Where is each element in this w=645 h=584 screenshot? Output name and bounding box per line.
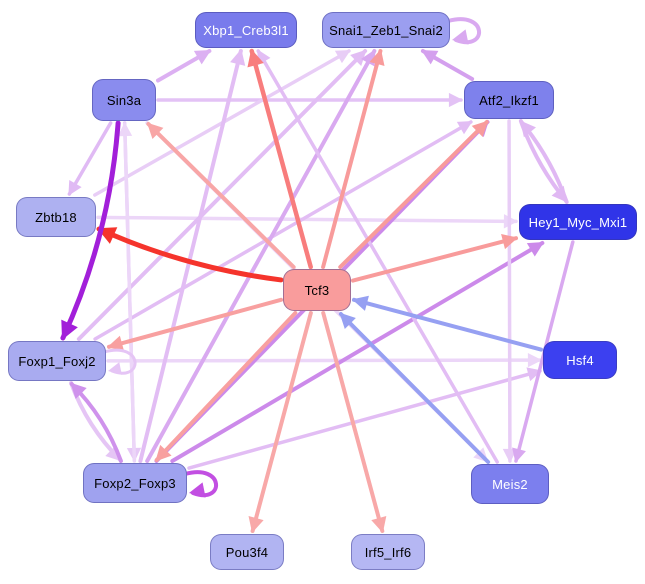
node-hey1_myc_mxi1[interactable]: Hey1_Myc_Mxi1 [519, 204, 637, 240]
node-snai1_zeb1_snai2[interactable]: Snai1_Zeb1_Snai2 [322, 12, 450, 48]
node-label: Irf5_Irf6 [364, 544, 412, 560]
edge-foxp1_foxj2-foxp1_foxj2-arrowhead [108, 362, 122, 375]
edge-hey1_myc_mxi1-atf2_ikzf1-arrowhead [520, 120, 536, 138]
edge-tcf3-atf2_ikzf1-arrowhead [471, 120, 489, 137]
edge-zbtb18-hey1_myc_mxi1 [96, 215, 518, 224]
edge-sin3a-zbtb18 [67, 121, 113, 196]
edge-foxp2_foxp3-sin3a [122, 122, 137, 463]
edge-tcf3-sin3a [146, 122, 296, 269]
edge-tcf3-pou3f4 [250, 311, 313, 533]
node-label: Sin3a [106, 92, 142, 108]
edge-hsf4-tcf3-arrowhead [352, 295, 369, 311]
node-sin3a[interactable]: Sin3a [92, 79, 156, 121]
edge-tcf3-xbp1_creb3l1 [249, 48, 313, 270]
node-atf2_ikzf1[interactable]: Atf2_Ikzf1 [464, 81, 554, 119]
edge-foxp2_foxp3-foxp2_foxp3-arrowhead [189, 482, 206, 498]
edge-atf2_ikzf1-meis2 [507, 119, 512, 463]
edge-tcf3-xbp1_creb3l1-arrowhead [247, 49, 264, 68]
edge-tcf3-snai1_zeb1_snai2-arrowhead [369, 49, 385, 66]
node-label: Hey1_Myc_Mxi1 [528, 214, 628, 230]
edge-tcf3-irf5_irf6-arrowhead [371, 516, 387, 533]
node-label: Pou3f4 [225, 544, 269, 560]
edge-tcf3-foxp2_foxp3-arrowhead [155, 444, 172, 462]
edge-meis2-tcf3 [338, 312, 491, 464]
edge-meis2-tcf3-arrowhead [339, 312, 356, 330]
node-label: Tcf3 [304, 282, 330, 298]
node-hsf4[interactable]: Hsf4 [543, 341, 617, 379]
node-label: Xbp1_Creb3l1 [203, 22, 289, 38]
edge-foxp2_foxp3-xbp1_creb3l1 [138, 49, 243, 463]
node-label: Snai1_Zeb1_Snai2 [329, 22, 443, 38]
node-label: Foxp1_Foxj2 [18, 353, 96, 369]
edge-tcf3-foxp1_foxj2-arrowhead [107, 335, 124, 351]
edge-foxp2_foxp3-sin3a-arrowhead [117, 122, 133, 137]
edge-tcf3-zbtb18 [96, 226, 284, 283]
edge-tcf3-snai1_zeb1_snai2 [321, 49, 383, 269]
edge-hsf4-tcf3 [352, 297, 543, 352]
node-foxp1_foxj2[interactable]: Foxp1_Foxj2 [8, 341, 106, 381]
node-label: Zbtb18 [35, 209, 77, 225]
edge-tcf3-foxp2_foxp3 [154, 311, 298, 462]
edge-foxp2_foxp3-hsf4 [187, 369, 542, 470]
node-foxp2_foxp3[interactable]: Foxp2_Foxp3 [83, 463, 187, 503]
edge-foxp2_foxp3-foxp1_foxj2-arrowhead [70, 382, 87, 399]
edge-tcf3-sin3a-arrowhead [146, 122, 164, 139]
edge-zbtb18-snai1_zeb1_snai2-arrowhead [334, 50, 351, 64]
edge-foxp2_foxp3-snai1_zeb1_snai2 [145, 49, 377, 463]
node-label: Hsf4 [566, 352, 594, 368]
edge-sin3a-foxp1_foxj2-arrowhead [61, 319, 78, 340]
edge-foxp1_foxj2-atf2_ikzf1-arrowhead [456, 120, 473, 135]
node-xbp1_creb3l1[interactable]: Xbp1_Creb3l1 [195, 12, 297, 48]
edge-tcf3-hey1_myc_mxi1-arrowhead [501, 233, 518, 250]
edge-sin3a-foxp1_foxj2 [60, 120, 121, 341]
edge-atf2_ikzf1-snai1_zeb1_snai2-arrowhead [421, 50, 439, 65]
edge-foxp1_foxj2-snai1_zeb1_snai2-arrowhead [350, 49, 367, 67]
edge-tcf3-irf5_irf6 [321, 311, 385, 533]
edge-sin3a-xbp1_creb3l1-arrowhead [193, 50, 212, 65]
edge-tcf3-pou3f4-arrowhead [248, 516, 264, 533]
node-label: Meis2 [492, 476, 528, 492]
edge-foxp1_foxj2-atf2_ikzf1 [93, 120, 473, 341]
node-meis2[interactable]: Meis2 [471, 464, 549, 504]
edge-foxp2_foxp3-hey1_myc_mxi1-arrowhead [526, 241, 545, 257]
edge-tcf3-foxp1_foxj2 [107, 297, 283, 349]
edge-tcf3-hey1_myc_mxi1 [351, 236, 518, 283]
edge-sin3a-atf2_ikzf1-arrowhead [448, 92, 463, 108]
edge-hey1_myc_mxi1-meis2-arrowhead [512, 447, 526, 463]
edge-foxp1_foxj2-hsf4 [106, 358, 542, 363]
node-label: Atf2_Ikzf1 [479, 92, 539, 108]
edge-snai1_zeb1_snai2-snai1_zeb1_snai2-arrowhead [452, 29, 469, 45]
edge-tcf3-atf2_ikzf1 [338, 120, 489, 269]
node-tcf3[interactable]: Tcf3 [283, 269, 351, 311]
edge-foxp2_foxp3-xbp1_creb3l1-arrowhead [230, 49, 246, 66]
node-zbtb18[interactable]: Zbtb18 [16, 197, 96, 237]
node-pou3f4[interactable]: Pou3f4 [210, 534, 284, 570]
node-label: Foxp2_Foxp3 [94, 475, 176, 491]
edge-foxp1_foxj2-hsf4-arrowhead [527, 352, 542, 368]
edge-meis2-xbp1_creb3l1 [256, 49, 499, 464]
node-irf5_irf6[interactable]: Irf5_Irf6 [351, 534, 425, 570]
edge-sin3a-zbtb18-arrowhead [68, 179, 82, 196]
edge-foxp2_foxp3-hey1_myc_mxi1 [170, 241, 545, 463]
